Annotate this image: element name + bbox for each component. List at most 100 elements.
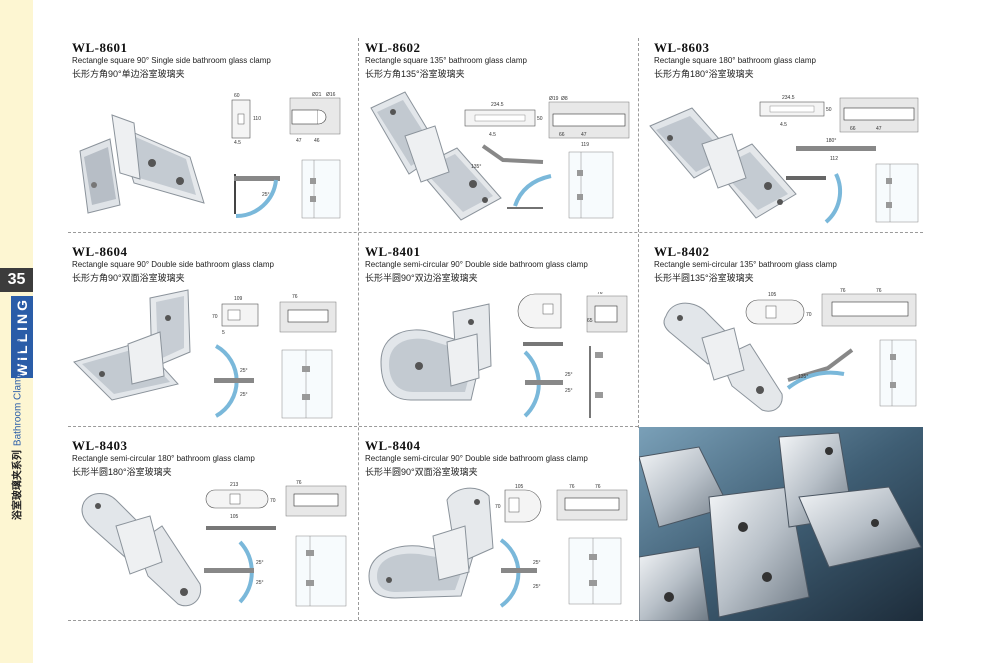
- product-photo: [663, 302, 783, 412]
- product-wl-8404: WL-8404 Rectangle semi-circular 90° Doub…: [365, 438, 635, 618]
- dimension-label: 110: [253, 116, 261, 122]
- dimension-label: 105: [515, 484, 524, 490]
- dimension-label: 70: [212, 314, 218, 320]
- technical-drawings: 234.5 50 4.5 Ø19 Ø8 66 47 119 135°: [464, 96, 630, 219]
- product-description-en: Rectangle square 135° bathroom glass cla…: [365, 56, 527, 65]
- angle-label: 180°: [826, 138, 836, 144]
- product-description-cn: 长形方角135°浴室玻璃夹: [365, 69, 465, 79]
- technical-drawings: 105 70 76 76 135°: [745, 288, 917, 407]
- product-photo: [649, 107, 797, 219]
- brand-bar: [11, 296, 33, 378]
- product-description-cn: 长形半圆135°浴室玻璃夹: [654, 273, 754, 283]
- dimension-label: 70: [806, 312, 812, 318]
- product-description-en: Rectangle semi-circular 180° bathroom gl…: [72, 454, 255, 463]
- product-description-cn: 长形半圆90°双面浴室玻璃夹: [365, 467, 478, 477]
- series-title-en: Bathroom Clamp Series: [12, 339, 24, 447]
- angle-label: 25°: [565, 372, 573, 378]
- dimension-label: 105: [768, 292, 777, 298]
- dimension-label: 66: [559, 132, 565, 138]
- row-divider: [68, 232, 923, 233]
- angle-label: 25°: [533, 560, 541, 566]
- column-divider: [638, 38, 639, 428]
- dimension-label: 50: [537, 116, 543, 122]
- angle-label: 25°: [240, 368, 248, 374]
- product-photo: [73, 289, 191, 401]
- product-description-en: Rectangle square 180° bathroom glass cla…: [654, 56, 816, 65]
- dimension-label: 50: [826, 107, 832, 113]
- dimension-label: 76: [292, 294, 298, 300]
- page-number: 35: [0, 268, 33, 292]
- angle-label: 135°: [471, 164, 481, 170]
- dimension-label: 4.5: [780, 122, 787, 128]
- dimension-label: 66: [850, 126, 856, 132]
- dimension-label: 65: [587, 318, 593, 324]
- technical-drawings: 60 110 4.5 Ø21 Ø16 47 46 25°: [231, 92, 341, 219]
- product-description-en: Rectangle semi-circular 90° Double side …: [365, 260, 588, 269]
- product-wl-8401: WL-8401 Rectangle semi-circular 90° Doub…: [365, 244, 635, 424]
- dimension-label: 76: [569, 484, 575, 490]
- product-code: WL-8403: [72, 438, 128, 453]
- dimension-label: 234.5: [491, 102, 504, 108]
- product-code: WL-8602: [365, 40, 421, 55]
- product-description-en: Rectangle square 90° Double side bathroo…: [72, 260, 274, 269]
- series-title-cn: 浴室玻璃夹系列: [12, 450, 24, 521]
- product-wl-8604: WL-8604 Rectangle square 90° Double side…: [72, 244, 352, 424]
- dimension-label: 76: [595, 484, 601, 490]
- product-description-en: Rectangle square 90° Single side bathroo…: [72, 56, 271, 65]
- dimension-label: 234.5: [782, 95, 795, 101]
- dimension-label: 46: [314, 138, 320, 144]
- dimension-label: 109: [234, 296, 243, 302]
- product-description-cn: 长形方角180°浴室玻璃夹: [654, 69, 754, 79]
- technical-drawings: 105 70 76 76 25° 25°: [495, 484, 628, 608]
- dimension-label: 76: [876, 288, 882, 294]
- product-description-cn: 长形半圆180°浴室玻璃夹: [72, 467, 172, 477]
- column-divider: [358, 38, 359, 620]
- angle-label: 25°: [533, 584, 541, 590]
- angle-label: 25°: [262, 192, 270, 198]
- dimension-label: 5: [222, 330, 225, 336]
- product-description-cn: 长形方角90°双面浴室玻璃夹: [72, 273, 185, 283]
- dimension-label: Ø19: [549, 96, 559, 102]
- dimension-label: Ø21: [312, 92, 322, 98]
- dimension-label: 47: [581, 132, 587, 138]
- product-photo: [368, 487, 494, 599]
- row-divider: [68, 426, 638, 427]
- product-description-en: Rectangle semi-circular 135° bathroom gl…: [654, 260, 837, 269]
- product-lifestyle-photo: [639, 427, 923, 621]
- technical-drawings: 234.5 50 4.5 66 47 180° 112: [759, 95, 919, 224]
- dimension-label: 4.5: [489, 132, 496, 138]
- dimension-label: Ø16: [326, 92, 336, 98]
- dimension-label: 76: [296, 480, 302, 486]
- series-title: 浴室玻璃夹系列 Bathroom Clamp Series: [9, 340, 24, 520]
- product-wl-8402: WL-8402 Rectangle semi-circular 135° bat…: [654, 244, 922, 424]
- product-description-cn: 长形半圆90°双边浴室玻璃夹: [365, 273, 478, 283]
- dimension-label: 105: [230, 514, 239, 520]
- angle-label: 25°: [256, 560, 264, 566]
- product-code: WL-8404: [365, 438, 421, 453]
- dimension-label: 76: [840, 288, 846, 294]
- angle-label: 25°: [565, 388, 573, 394]
- angle-label: 25°: [256, 580, 264, 586]
- technical-drawings: 76 65 25° 25°: [517, 292, 628, 418]
- product-photo: [380, 303, 492, 401]
- product-code: WL-8401: [365, 244, 421, 259]
- product-description-en: Rectangle semi-circular 90° Double side …: [365, 454, 588, 463]
- product-photo: [81, 493, 202, 607]
- dimension-label: 76: [597, 292, 603, 296]
- angle-label: 135°: [798, 374, 808, 380]
- product-wl-8602: WL-8602 Rectangle square 135° bathroom g…: [365, 40, 635, 230]
- product-wl-8403: WL-8403 Rectangle semi-circular 180° bat…: [72, 438, 352, 618]
- technical-drawings: 109 70 5 76 25° 25°: [212, 294, 337, 419]
- row-divider: [68, 620, 638, 621]
- dimension-label: 47: [876, 126, 882, 132]
- product-wl-8601: WL-8601 Rectangle square 90° Single side…: [72, 40, 352, 230]
- dimension-label: 213: [230, 482, 239, 488]
- dimension-label: 70: [270, 498, 276, 504]
- dimension-label: 47: [296, 138, 302, 144]
- dimension-label: 119: [581, 142, 589, 148]
- dimension-label: 112: [830, 156, 838, 162]
- angle-label: 25°: [240, 392, 248, 398]
- product-photo: [370, 91, 502, 221]
- dimension-label: 70: [495, 504, 501, 510]
- technical-drawings: 213 70 105 76 25° 25°: [204, 480, 347, 607]
